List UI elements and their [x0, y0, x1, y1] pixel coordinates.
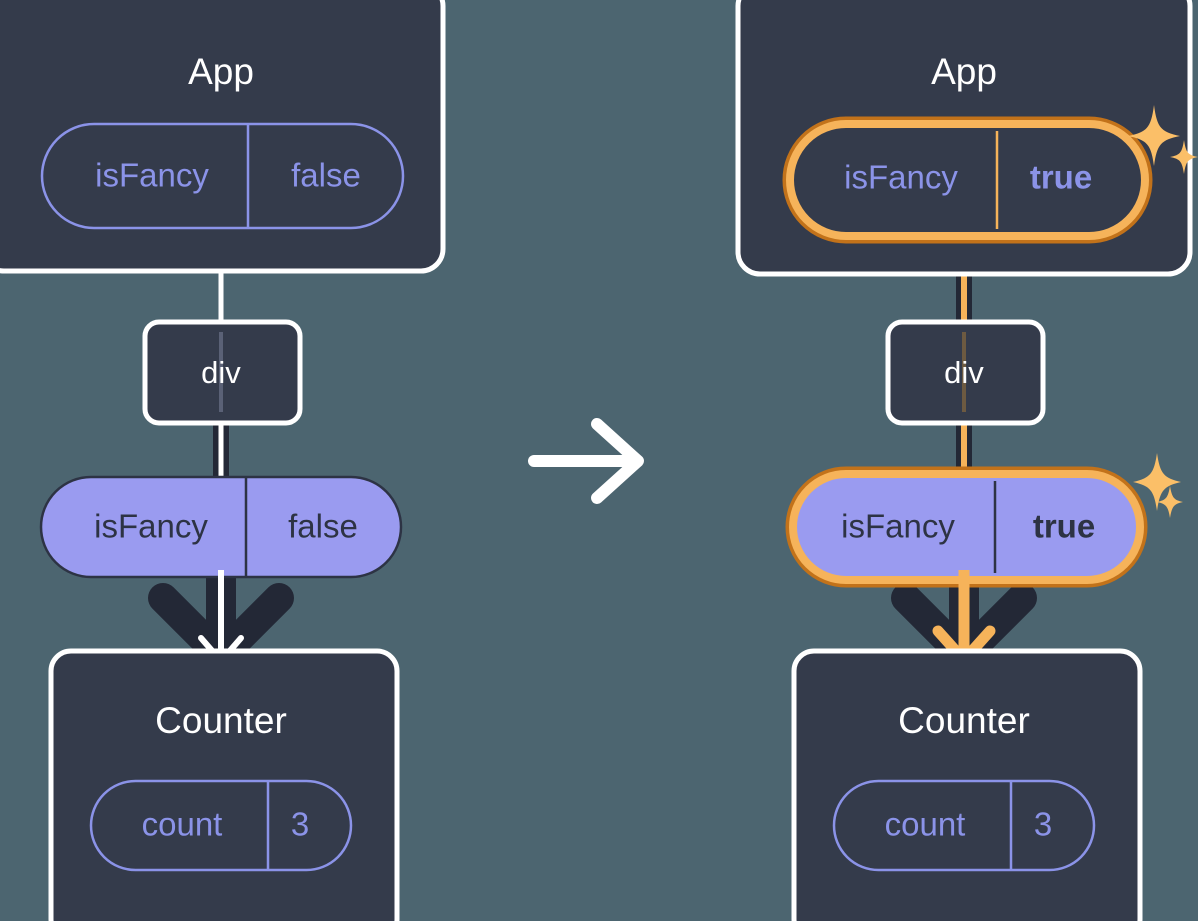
- div-node-left: div: [142, 319, 303, 426]
- props-pill-right[interactable]: isFancy true: [785, 466, 1148, 588]
- counter-panel-title-left: Counter: [155, 700, 287, 741]
- app-state-pill-value-left: false: [291, 157, 361, 194]
- app-state-pill-key-right: isFancy: [844, 159, 958, 196]
- sparkle-icon-app-right: [1128, 105, 1198, 174]
- app-state-pill-key-left: isFancy: [95, 157, 209, 194]
- props-pill-key-right: isFancy: [841, 508, 955, 545]
- counter-state-pill-value-right: 3: [1034, 806, 1052, 843]
- div-node-title-left: div: [201, 355, 241, 390]
- arrow-right-icon: [528, 418, 644, 504]
- counter-panel-right: Counter: [791, 648, 1143, 921]
- app-panel-left: App: [0, 0, 446, 274]
- props-pill-key-left: isFancy: [94, 508, 208, 545]
- sparkle-icon-props-right: [1133, 453, 1183, 518]
- props-pill-left[interactable]: isFancy false: [39, 475, 403, 579]
- app-state-pill-right[interactable]: isFancy true: [782, 116, 1153, 244]
- counter-state-pill-left[interactable]: count 3: [89, 779, 353, 872]
- app-panel-title-left: App: [188, 51, 254, 92]
- props-pill-value-right: true: [1033, 508, 1095, 545]
- counter-panel-title-right: Counter: [898, 700, 1030, 741]
- counter-state-pill-key-left: count: [142, 806, 223, 843]
- counter-state-pill-key-right: count: [885, 806, 966, 843]
- counter-state-pill-right[interactable]: count 3: [832, 779, 1096, 872]
- app-panel-title-right: App: [931, 51, 997, 92]
- props-pill-value-left: false: [288, 508, 358, 545]
- counter-state-pill-value-left: 3: [291, 806, 309, 843]
- app-state-pill-left[interactable]: isFancy false: [40, 122, 405, 230]
- app-state-pill-value-right: true: [1030, 159, 1092, 196]
- div-node-right: div: [885, 319, 1046, 426]
- counter-panel-left: Counter: [48, 648, 400, 921]
- div-node-title-right: div: [944, 355, 984, 390]
